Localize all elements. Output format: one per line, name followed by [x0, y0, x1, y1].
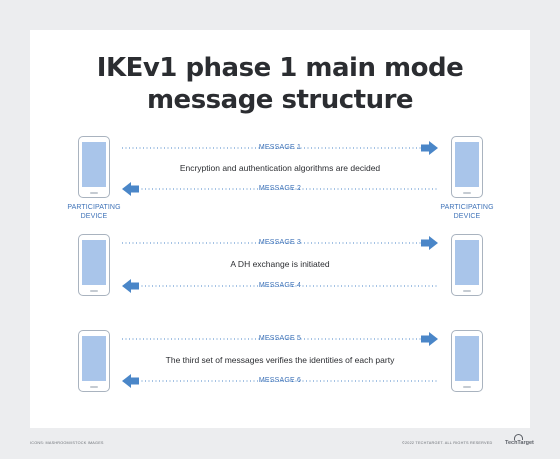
logo-arc-icon [514, 434, 523, 440]
techtarget-logo: TechTarget [505, 434, 535, 450]
exchange-1-description: Encryption and authentication algorithms… [179, 163, 381, 173]
right-device-label-line-1: PARTICIPATING [440, 204, 494, 211]
message-3-label: MESSAGE 3 [258, 239, 302, 246]
phone-screen [82, 240, 106, 285]
message-3-arrowhead [421, 236, 438, 250]
title-line-1: IKEv1 phase 1 main mode [96, 53, 464, 83]
message-4-arrowhead [122, 279, 139, 293]
message-1-label: MESSAGE 1 [258, 144, 302, 151]
phone-home-button [90, 192, 98, 194]
left-device-phone-icon [78, 330, 110, 392]
exchange-2-description: A DH exchange is initiated [230, 259, 330, 269]
right-device-label: PARTICIPATING DEVICE [422, 204, 512, 221]
message-2-label: MESSAGE 2 [258, 185, 302, 192]
phone-screen [455, 336, 479, 381]
left-device-phone-icon [78, 234, 110, 296]
phone-home-button [463, 192, 471, 194]
message-5-arrowhead [421, 332, 438, 346]
phone-home-button [90, 386, 98, 388]
phone-screen [82, 336, 106, 381]
diagram-card [30, 30, 530, 428]
message-1-arrowhead [421, 141, 438, 155]
phone-screen [455, 142, 479, 187]
title-line-2: message structure [146, 85, 414, 115]
phone-home-button [463, 290, 471, 292]
right-device-phone-icon [451, 330, 483, 392]
phone-screen [82, 142, 106, 187]
right-device-phone-icon [451, 234, 483, 296]
copyright-notice: ©2022 TECHTARGET. ALL RIGHTS RESERVED [402, 441, 493, 445]
message-6-arrowhead [122, 374, 139, 388]
phone-home-button [463, 386, 471, 388]
phone-home-button [90, 290, 98, 292]
message-5-label: MESSAGE 5 [258, 335, 302, 342]
left-device-label: PARTICIPATING DEVICE [49, 204, 139, 221]
right-device-phone-icon [451, 136, 483, 198]
left-device-label-line-1: PARTICIPATING [67, 204, 121, 211]
diagram-title: IKEv1 phase 1 main mode message structur… [0, 52, 560, 116]
message-2-arrowhead [122, 182, 139, 196]
left-device-phone-icon [78, 136, 110, 198]
logo-wordmark: TechTarget [505, 440, 534, 446]
left-device-label-line-2: DEVICE [80, 212, 108, 220]
phone-screen [455, 240, 479, 285]
message-4-label: MESSAGE 4 [258, 282, 302, 289]
image-credit: ICONS: MASHROOM/ISTOCK IMAGES [30, 441, 104, 445]
right-device-label-line-2: DEVICE [453, 212, 481, 220]
exchange-3-description: The third set of messages verifies the i… [165, 355, 395, 365]
message-6-label: MESSAGE 6 [258, 377, 302, 384]
